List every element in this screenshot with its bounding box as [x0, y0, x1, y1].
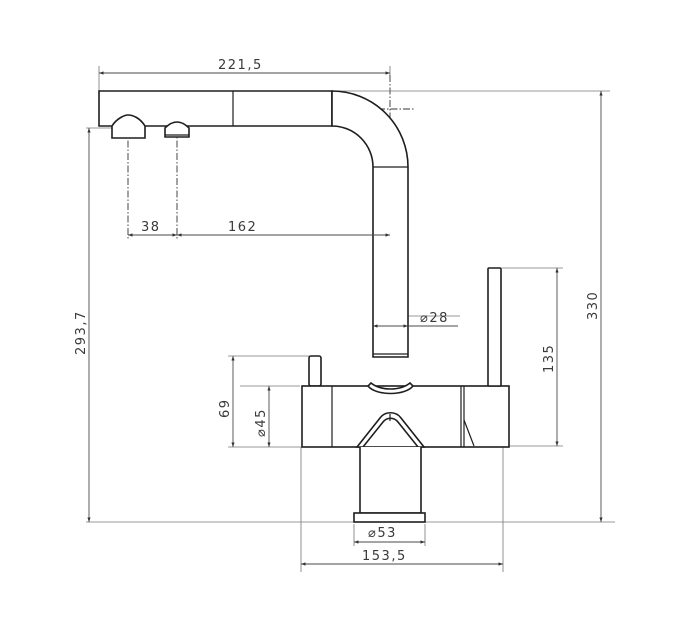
dim-label-filter-tap-height: 69	[218, 398, 233, 418]
dimensions: 221,5 38 162 293,7 330 135 ⌀28 69 ⌀45 ⌀5…	[74, 58, 603, 566]
extension-lines	[86, 66, 615, 572]
dim-label-spout-height: 293,7	[74, 310, 89, 355]
dim-label-total-height: 330	[586, 291, 601, 320]
spout-saddle	[366, 381, 415, 395]
base-stem	[359, 447, 422, 514]
outlet-2-nozzle	[164, 121, 190, 138]
dim-label-spout-diameter: ⌀28	[420, 311, 449, 326]
dim-label-body-diameter: ⌀45	[254, 408, 269, 437]
dim-label-total-width: 153,5	[362, 549, 407, 564]
lever-taper	[463, 419, 475, 447]
dim-label-outlet-to-axis: 162	[228, 220, 257, 235]
base-plate	[353, 512, 426, 523]
lever-handle	[487, 267, 502, 387]
main-body	[301, 385, 510, 448]
faucet-body	[98, 90, 510, 523]
dim-label-base-diameter: ⌀53	[368, 526, 397, 541]
filter-tap-knob	[308, 355, 322, 387]
dim-label-reach: 221,5	[218, 58, 263, 73]
spout-elbow	[331, 90, 409, 358]
dim-label-lever-height: 135	[542, 344, 557, 373]
outlet-1-nozzle	[111, 114, 146, 139]
dim-label-outlet-spacing: 38	[141, 220, 161, 235]
